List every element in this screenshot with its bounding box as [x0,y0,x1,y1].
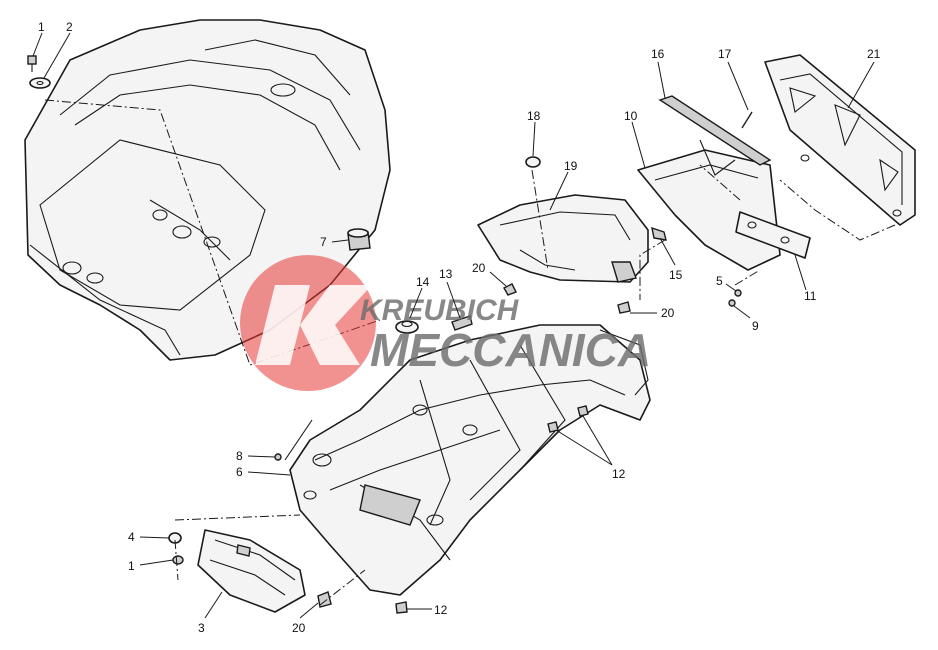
callouts: 1 2 7 18 19 16 17 21 10 14 13 20 [32,20,881,635]
callout-7: 7 [320,235,327,249]
callout-14: 14 [416,275,430,289]
callout-12-bottom: 12 [434,603,448,617]
part-1-screw-bottom [172,555,184,565]
callout-20-bottom: 20 [292,621,306,635]
part-9-screw [728,299,736,307]
callout-1-bottom: 1 [128,559,135,573]
watermark-line1: KREUBICH [360,294,520,327]
callout-21: 21 [867,47,881,61]
callout-3: 3 [198,621,205,635]
part-20-clip-c [317,591,332,608]
part-21-license-plate [764,54,916,226]
part-16-bracket [658,95,772,176]
part-20-clip-a [503,283,517,296]
callout-2: 2 [66,20,73,34]
callout-13: 13 [439,267,453,281]
callout-20-mid: 20 [472,261,486,275]
part-1-screw-top [27,55,37,72]
part-7-grommet [347,228,371,251]
callout-17: 17 [718,47,732,61]
callout-18: 18 [527,109,541,123]
part-3-rear-reflector [197,529,306,613]
part-13-clip [451,315,473,331]
part-5-nut [734,289,742,297]
callout-15: 15 [669,268,683,282]
part-19-cover [477,194,649,283]
part-10-plate-holder [637,149,781,271]
part-12-screws [395,405,589,614]
callout-19: 19 [564,159,578,173]
part-14-rubber [395,320,419,334]
part-17-bolt [741,111,753,129]
part-2-washer [29,77,51,89]
callout-20-right: 20 [661,306,675,320]
callout-4: 4 [128,530,135,544]
callout-6: 6 [236,465,243,479]
callout-5: 5 [716,274,723,288]
part-6-mudguard-frame [289,324,651,596]
part-18-plug [525,156,541,168]
callout-10: 10 [624,109,638,123]
watermark-line2: MECCANICA [370,324,651,376]
callout-12-right: 12 [612,467,626,481]
callout-9: 9 [752,319,759,333]
part-15-clip [651,226,667,241]
callout-1-top: 1 [38,20,45,34]
watermark-logo: KREUBICH MECCANICA [240,255,651,391]
callout-11: 11 [804,289,817,303]
callout-16: 16 [651,47,665,61]
callout-8: 8 [236,449,243,463]
part-20-clip-b [617,301,631,314]
part-11-reflector [735,211,811,259]
